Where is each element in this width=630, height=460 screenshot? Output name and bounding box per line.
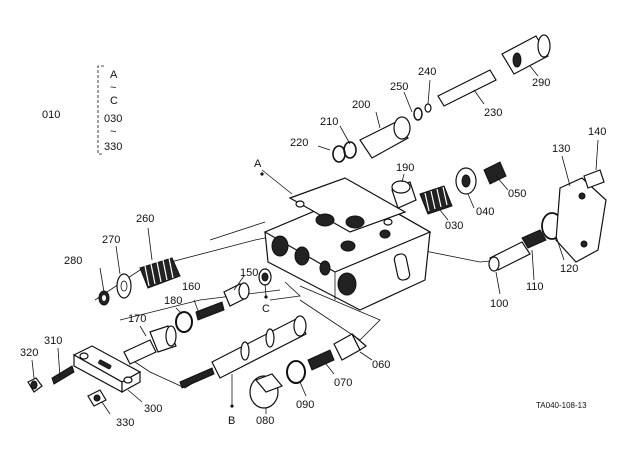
part-label-210: 210 xyxy=(320,116,338,128)
callout-c: C xyxy=(262,303,270,315)
part-200-body xyxy=(359,116,411,159)
part-label-100: 100 xyxy=(490,298,508,310)
part-150-plug xyxy=(223,282,250,307)
part-210-oring xyxy=(343,141,357,159)
part-number-labels: 030 040 050 060 070 080 090 100 110 120 … xyxy=(20,66,606,429)
part-320-nut xyxy=(27,377,43,393)
part-300-bracket xyxy=(72,345,142,394)
part-label-290: 290 xyxy=(532,77,550,89)
part-label-060: 060 xyxy=(372,359,390,371)
part-label-110: 110 xyxy=(526,281,544,293)
figure-code: TA040-108-13 xyxy=(536,401,587,410)
part-label-250: 250 xyxy=(390,81,408,93)
leader-lines xyxy=(31,65,599,415)
part-050-adjuster xyxy=(483,161,507,185)
part-label-140: 140 xyxy=(588,126,606,138)
part-label-170: 170 xyxy=(128,313,146,325)
part-240-ring xyxy=(424,103,432,113)
part-c-seat xyxy=(258,268,272,286)
part-label-080: 080 xyxy=(256,415,274,427)
part-label-300: 300 xyxy=(144,403,162,415)
valve-body xyxy=(263,177,432,311)
part-label-190: 190 xyxy=(396,162,414,174)
part-label-070: 070 xyxy=(334,377,352,389)
part-220-oring xyxy=(332,145,346,163)
part-label-330: 330 xyxy=(116,417,134,429)
part-label-310: 310 xyxy=(44,335,62,347)
part-160-spring xyxy=(195,301,225,321)
part-060-poppet xyxy=(333,333,367,361)
legend-range-1: ~ xyxy=(110,82,116,94)
part-label-200: 200 xyxy=(352,99,370,111)
legend-range-3: 030 xyxy=(104,113,122,125)
part-label-150: 150 xyxy=(240,267,258,279)
part-label-090: 090 xyxy=(296,399,314,411)
part-label-180: 180 xyxy=(164,295,182,307)
legend-range-0: A xyxy=(110,69,118,81)
callout-b: B xyxy=(228,415,235,427)
part-310-bolt xyxy=(51,365,75,385)
part-label-230: 230 xyxy=(484,107,502,119)
part-b-spool xyxy=(179,315,307,389)
part-190-plug xyxy=(391,180,417,209)
part-330-nut xyxy=(87,389,107,407)
part-040-seat xyxy=(455,167,477,195)
part-label-270: 270 xyxy=(102,234,120,246)
part-260-spring xyxy=(139,257,181,289)
part-030-spring xyxy=(419,185,453,215)
part-140-bolt xyxy=(583,169,605,189)
group-legend: 010 A ~ C 030 ~ 330 xyxy=(42,65,122,155)
legend-range-4: ~ xyxy=(110,126,116,138)
part-label-260: 260 xyxy=(136,213,154,225)
legend-range-2: C xyxy=(110,95,118,107)
part-080-plug xyxy=(249,373,284,409)
callout-markers: A B C xyxy=(228,158,270,427)
part-label-030: 030 xyxy=(445,220,463,232)
part-100-piston xyxy=(488,241,531,272)
part-label-160: 160 xyxy=(182,281,200,293)
part-label-280: 280 xyxy=(64,255,82,267)
part-130-cover xyxy=(555,177,607,263)
part-label-320: 320 xyxy=(20,347,38,359)
part-070-spring xyxy=(307,349,335,371)
part-180-oring xyxy=(175,311,193,333)
part-label-040: 040 xyxy=(476,206,494,218)
legend-code: 010 xyxy=(42,109,60,121)
part-230-plunger xyxy=(437,69,497,107)
part-label-240: 240 xyxy=(418,66,436,78)
part-label-050: 050 xyxy=(508,188,526,200)
part-label-220: 220 xyxy=(290,137,308,149)
part-110-spring xyxy=(521,229,547,249)
part-290-cap xyxy=(501,34,551,75)
part-280-washer xyxy=(98,290,110,306)
part-090-oring xyxy=(286,360,306,384)
legend-range-5: 330 xyxy=(104,141,122,153)
part-label-120: 120 xyxy=(560,263,578,275)
part-label-130: 130 xyxy=(552,143,570,155)
part-170-spool-end xyxy=(123,325,177,365)
part-250-oring xyxy=(413,107,423,121)
part-270-washer xyxy=(116,273,132,299)
callout-a: A xyxy=(254,158,262,170)
